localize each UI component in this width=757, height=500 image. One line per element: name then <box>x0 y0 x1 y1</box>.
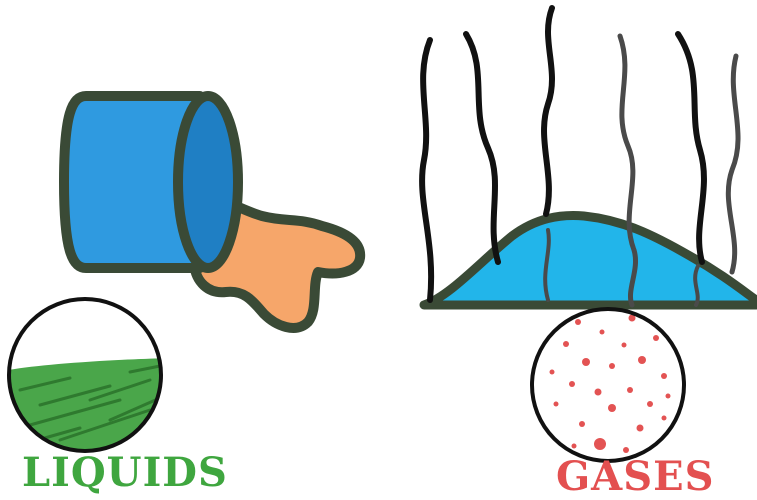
gas-particle <box>622 343 627 348</box>
steam-line <box>466 34 498 262</box>
pouring-can-icon <box>64 96 360 328</box>
gas-particle <box>575 319 581 325</box>
gas-particle <box>666 394 671 399</box>
gas-particle <box>609 363 615 369</box>
gas-particle <box>579 421 585 427</box>
gas-particle <box>563 341 569 347</box>
gas-particle <box>637 425 644 432</box>
steam-line <box>544 8 552 214</box>
liquid-particles-icon <box>0 299 170 460</box>
gas-particle <box>600 330 605 335</box>
gas-particle <box>572 444 577 449</box>
gas-particle <box>627 387 633 393</box>
steam-line <box>695 266 698 305</box>
gas-particle <box>661 373 667 379</box>
gases-label: GASES <box>556 457 714 497</box>
gas-particle <box>554 402 559 407</box>
gas-particle <box>653 335 659 341</box>
steam-line <box>422 40 431 300</box>
gas-particle <box>647 401 653 407</box>
steam-line <box>678 34 704 262</box>
gas-particle <box>582 358 590 366</box>
gas-particle <box>638 356 646 364</box>
gas-particle <box>550 370 555 375</box>
liquids-label: LIQUIDS <box>22 453 228 493</box>
liquid-pool <box>424 216 756 305</box>
can-opening <box>178 96 238 268</box>
gas-particle <box>662 416 667 421</box>
gas-particle <box>594 438 606 450</box>
gas-particle <box>595 389 602 396</box>
gas-particle <box>608 404 616 412</box>
evaporating-pool-icon <box>422 8 756 305</box>
steam-line <box>728 56 738 272</box>
gas-particle <box>569 381 575 387</box>
gas-particles-icon <box>532 309 684 461</box>
